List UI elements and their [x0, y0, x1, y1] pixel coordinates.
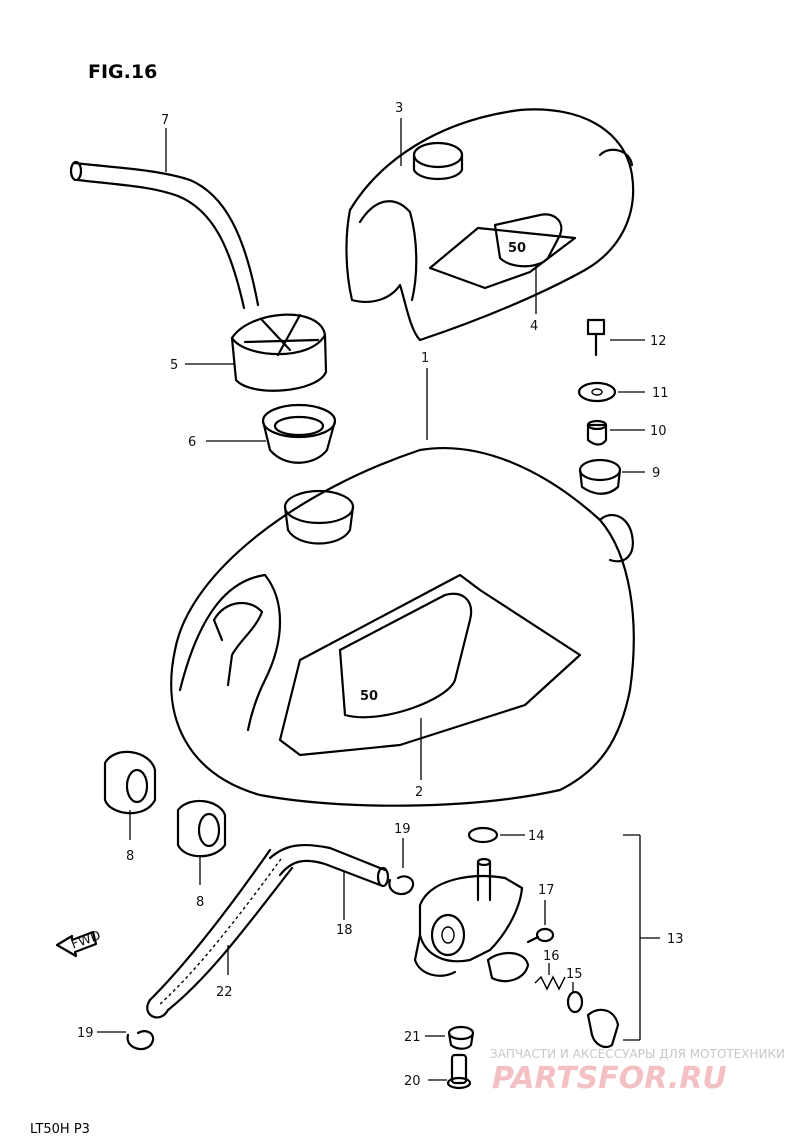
- callout-12: 12: [650, 334, 667, 349]
- watermark-logo: PARTSFOR.RU: [492, 1061, 727, 1096]
- part-16-spring: 16: [534, 949, 566, 991]
- part-14-o-ring: 14: [467, 826, 545, 844]
- callout-20: 20: [404, 1074, 421, 1089]
- callout-18: 18: [336, 923, 353, 938]
- part-3-tank-cover: 50 3 4: [345, 101, 635, 342]
- fuel-cock-lever: [586, 1008, 620, 1049]
- part-1-fuel-tank: 50 1 2: [170, 351, 635, 807]
- part-15-ring: 15: [566, 967, 584, 1014]
- part-7-breather-hose: 7: [69, 113, 260, 310]
- fwd-label: FWD: [69, 928, 103, 952]
- callout-16: 16: [543, 949, 560, 964]
- callout-1: 1: [421, 351, 429, 366]
- callout-19-upper: 19: [394, 822, 411, 837]
- callout-13: 13: [667, 932, 684, 947]
- callout-2: 2: [415, 785, 423, 800]
- part-8-rubber-mount-b: 8: [176, 799, 227, 910]
- callout-7: 7: [161, 113, 169, 128]
- callout-22: 22: [216, 985, 233, 1000]
- watermark-tagline: ЗАПЧАСТИ И АКСЕССУАРЫ ДЛЯ МОТОТЕХНИКИ: [490, 1047, 785, 1061]
- part-9-cushion: 9: [578, 458, 660, 495]
- part-19-clip-upper: 19: [388, 822, 415, 896]
- part-22-hose-protector: 22: [146, 848, 294, 1019]
- model-code: LT50H P3: [30, 1122, 90, 1137]
- callout-4: 4: [530, 319, 538, 334]
- part-13-fuel-cock-assembly: 13: [413, 834, 684, 1041]
- part-17-screw: 17: [526, 883, 555, 944]
- part-6-gasket: 6: [188, 403, 337, 464]
- callout-19-lower: 19: [77, 1026, 94, 1041]
- part-10-collar: 10: [586, 419, 667, 446]
- part-19-clip-lower: 19: [77, 1026, 155, 1051]
- part-5-fuel-cap: 5: [170, 313, 328, 392]
- fwd-arrow-icon: FWD: [55, 928, 103, 958]
- callout-5: 5: [170, 358, 178, 373]
- callout-11: 11: [652, 386, 669, 401]
- part-11-washer: 11: [577, 381, 669, 403]
- callout-9: 9: [652, 466, 660, 481]
- part-21-cap: 21: [404, 1025, 475, 1050]
- part-18-fuel-hose: 18: [268, 843, 390, 938]
- part-8-rubber-mount-a: 8: [103, 750, 157, 864]
- watermark: ЗАПЧАСТИ И АКСЕССУАРЫ ДЛЯ МОТОТЕХНИКИ PA…: [490, 1047, 785, 1096]
- callout-8-upper: 8: [126, 849, 134, 864]
- figure-title: FIG.16: [88, 61, 157, 83]
- tank-emblem: 50: [360, 689, 378, 704]
- cover-emblem: 50: [508, 241, 526, 256]
- callout-21: 21: [404, 1030, 421, 1045]
- callout-8-lower: 8: [196, 895, 204, 910]
- callout-14: 14: [528, 829, 545, 844]
- callout-15: 15: [566, 967, 583, 982]
- part-12-bolt: 12: [586, 318, 667, 357]
- part-20-bolt: 20: [404, 1053, 472, 1090]
- callout-17: 17: [538, 883, 555, 898]
- callout-10: 10: [650, 424, 667, 439]
- callout-6: 6: [188, 435, 196, 450]
- callout-3: 3: [395, 101, 403, 116]
